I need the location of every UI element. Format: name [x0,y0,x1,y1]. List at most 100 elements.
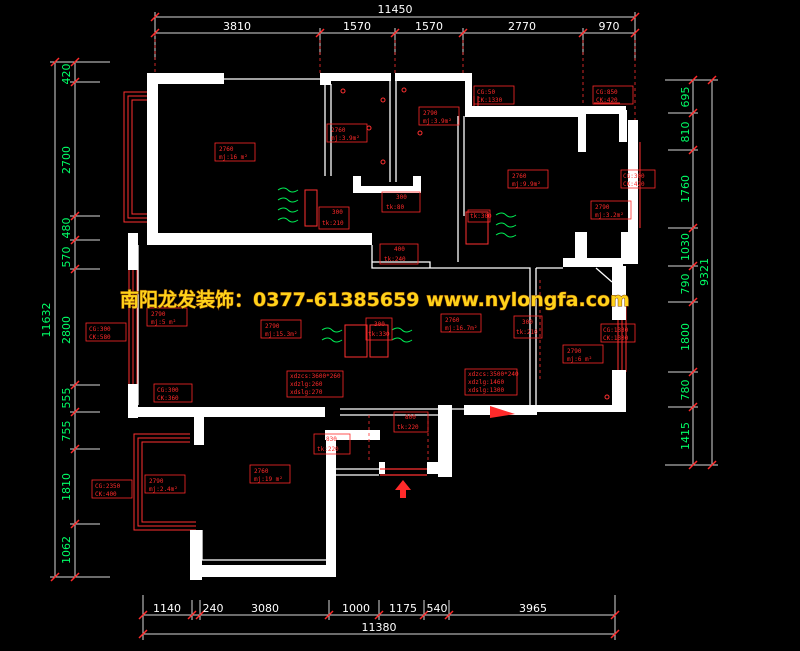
right-dimension-2: 810 [679,122,692,143]
door-swing-marker [490,406,515,418]
bottom-dimension-ticks [138,610,620,639]
room-label-height: 2790 [423,110,438,117]
note-line: xdzcs:3600*260 [290,373,341,380]
door-label-thickness: tk:80 [386,204,404,211]
door-label-width: 400 [394,246,405,253]
right-dimension-1: 695 [679,87,692,108]
left-dimension-9: 1062 [60,536,73,564]
fixture-marks [340,87,610,400]
room-label-area: mj:3.2m² [595,212,624,219]
room-label-area: mj:15.3m² [265,331,298,338]
right-dimension-6: 1800 [679,323,692,351]
window-label-texts: CG:50 CK:1330 CG:850 CK:420 CG:300 CK:42… [89,89,645,498]
bottom-dimension-5: 1175 [389,602,417,615]
bottom-dimension-6: 540 [427,602,448,615]
door-label-width: 300 [332,209,343,216]
window-label-line-2: CK:1330 [477,97,503,104]
left-dimension-6: 555 [60,388,73,409]
window-label-line-1: CG:2350 [95,483,121,490]
window-label-line-1: CG:300 [623,173,645,180]
left-dimension-ticks [50,57,80,582]
window-label-line-2: CK:360 [157,395,179,402]
left-total-dimension: 11632 [40,303,53,338]
entrance-arrow-icon [395,480,411,498]
left-dimension-7: 755 [60,421,73,442]
stair-frames [304,189,489,358]
door-label-thickness: tk:210 [322,220,344,227]
room-label-height: 2760 [219,146,234,153]
window-label-line-2: CK:420 [623,181,645,188]
bottom-dimension-4: 1000 [342,602,370,615]
note-line: xdzlg:260 [290,381,323,388]
right-dimension-8: 1415 [679,422,692,450]
top-dimension-1: 3810 [223,20,251,33]
bottom-dimension-3: 3080 [251,602,279,615]
window-label-line-1: CG:850 [596,89,618,96]
note-line: xdzcs:3500*240 [468,371,519,378]
interior-lines [137,78,613,561]
door-label-boxes [313,191,543,455]
room-labels [144,106,632,494]
room-label-area: mj:5 m² [151,319,176,326]
door-label-thickness: tk:240 [384,256,406,263]
door-label-texts: 300 tk:210 300 tk:80 400 tk:240 300 tk:3… [317,194,538,453]
bottom-dimension-7: 3965 [519,602,547,615]
bottom-dimension-1: 1140 [153,602,181,615]
note-line: xdslg:270 [290,389,323,396]
window-label-line-1: CG:300 [157,387,179,394]
note-texts: xdzcs:3600*260 xdzlg:260 xdslg:270 xdzcs… [290,371,519,396]
right-dimension-7: 780 [679,380,692,401]
door-label-width: 300 [374,321,385,328]
left-dimension-lines [50,61,110,578]
right-dimension-4: 1030 [679,233,692,261]
room-label-area: mj:16 m² [219,154,248,161]
right-dimension-3: 1760 [679,175,692,203]
left-dimension-4: 570 [60,247,73,268]
room-label-texts: 2760 mj:16 m² 2760 mj:3.9m² 2790 mj:3.9m… [149,110,624,493]
door-label-thickness: tk:220 [317,446,339,453]
bottom-total-dimension: 11380 [362,621,397,634]
room-label-height: 2790 [265,323,280,330]
left-dimension-3: 480 [60,218,73,239]
left-dimension-5: 2800 [60,316,73,344]
room-label-area: mj:2.4m² [149,486,178,493]
top-total-dimension: 11450 [378,3,413,16]
right-dimension-5: 790 [679,274,692,295]
room-label-area: mj:9.9m² [512,181,541,188]
top-dimension-3: 1570 [415,20,443,33]
door-label-thickness: tk:330 [368,331,390,338]
top-dimension-2: 1570 [343,20,371,33]
watermark-text: 南阳龙发装饰：0377-61385659 www.nylongfa.com [120,288,630,311]
right-dimension-ticks [688,75,717,470]
window-label-line-2: CK:400 [95,491,117,498]
door-label-thickness: tk:220 [397,424,419,431]
door-label-width: 300 [396,194,407,201]
room-label-height: 2760 [254,468,269,475]
window-label-line-2: CK:420 [596,97,618,104]
room-label-height: 2760 [445,317,460,324]
room-label-area: mj:16.7m² [445,325,478,332]
room-label-area: mj:3.9m² [423,118,452,125]
room-label-height: 2790 [149,478,164,485]
note-boxes [286,368,518,398]
stair-symbols [277,187,517,343]
window-label-line-1: CG:1330 [603,327,629,334]
room-label-area: mj:6 m² [567,356,592,363]
left-dimension-2: 2700 [60,146,73,174]
top-dimension-5: 970 [599,20,620,33]
right-total-dimension: 9321 [698,258,711,286]
window-label-line-2: CK:580 [89,334,111,341]
note-line: xdslg:1300 [468,387,505,394]
room-label-height: 2760 [512,173,527,180]
window-label-line-2: CK:1300 [603,335,629,342]
door-label-thickness: tk:210 [516,329,538,336]
walls [128,73,638,580]
door-label-thickness: tk:300 [470,213,492,220]
window-label-line-1: CG:50 [477,89,495,96]
door-label-width: 830 [326,436,337,443]
right-dimension-lines [665,79,718,466]
bottom-dimension-2: 240 [203,602,224,615]
room-label-area: mj:19 m² [254,476,283,483]
top-dimension-4: 2770 [508,20,536,33]
room-label-height: 2760 [331,127,346,134]
